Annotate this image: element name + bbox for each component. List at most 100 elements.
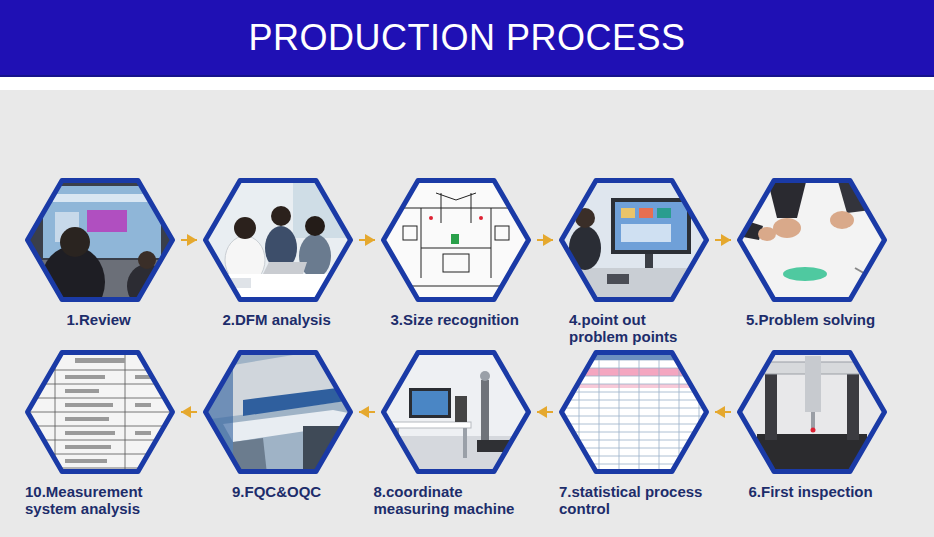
hexagon-border (28, 353, 173, 472)
drawing-photo-part-part-part (495, 226, 509, 240)
meeting-photo (203, 178, 353, 302)
monitor-photo-part-part (611, 198, 691, 254)
cmm-photo-part-part (811, 412, 815, 428)
lab-photo-part (381, 350, 531, 474)
meeting-photo-part-part (234, 217, 256, 239)
hexagon-border (562, 353, 707, 472)
process-step: 6.First inspection (737, 350, 887, 474)
flow-arrow (181, 239, 197, 241)
step-label: 2.DFM analysis (223, 311, 334, 328)
spreadsheet-photo (559, 350, 709, 474)
drawing-photo-part-part (451, 234, 459, 244)
drawing-photo-part-part-part (401, 193, 511, 278)
lab-photo-part-part (412, 391, 448, 415)
table-sheet-photo-part-part-part (65, 459, 107, 463)
review-photo-part-part (60, 227, 90, 257)
lab-photo-part-part (480, 371, 490, 381)
flow-arrow (715, 411, 731, 413)
hexagon-border (740, 181, 885, 300)
hexagon-border (740, 353, 885, 472)
hexagon-border (384, 353, 529, 472)
process-step: 8.coordinate measuring machine (381, 350, 531, 474)
table-sheet-photo-part-part (25, 350, 175, 474)
process-step: 10.Measurement system analysis (25, 350, 175, 474)
drawing-photo-part-part-part (403, 226, 417, 240)
step-label-box: 4.point out problem points (569, 311, 699, 345)
hexagon-frame (737, 178, 887, 302)
lab-photo-part-part (409, 388, 451, 418)
step-label-box: 5.Problem solving (746, 311, 878, 328)
step-label: 3.Size recognition (391, 311, 522, 328)
process-step: 2.DFM analysis (203, 178, 353, 302)
process-step: 9.FQC&OQC (203, 350, 353, 474)
step-label: 4.point out problem points (569, 311, 699, 345)
hands-photo-part (737, 178, 887, 302)
drawing-photo-part (381, 178, 531, 302)
process-step: 1.Review (25, 178, 175, 302)
page-title: PRODUCTION PROCESS (0, 0, 934, 75)
drawing-photo-part-part (401, 193, 511, 286)
table-sheet-photo-part-part-part (65, 445, 111, 449)
hexagon-border (562, 181, 707, 300)
review-photo (25, 178, 175, 318)
table-sheet-photo-part-part-part (65, 403, 113, 407)
table-sheet-photo (25, 350, 175, 474)
step-label-box: 6.First inspection (749, 483, 876, 500)
flow-arrow (537, 411, 553, 413)
table-sheet-photo-part-part-part (25, 370, 175, 468)
hands-photo-part-part (737, 178, 887, 302)
hexagon-border (206, 353, 351, 472)
hands-photo-part-part (837, 178, 887, 213)
hexagon-frame (559, 178, 709, 302)
step-label: 7.statistical process control (559, 483, 709, 517)
hexagon-frame (381, 178, 531, 302)
monitor-photo-part-part (657, 208, 671, 218)
title-band: PRODUCTION PROCESS (0, 0, 934, 77)
drawing-photo-part-part-part (443, 254, 469, 272)
process-step: 3.Size recognition (381, 178, 531, 302)
spreadsheet-photo-part (559, 350, 709, 474)
lab-photo (381, 350, 531, 474)
review-photo-part (25, 178, 175, 318)
hexagon-frame (737, 350, 887, 474)
drawing-photo (381, 178, 531, 302)
hands-photo-part-part (773, 218, 801, 238)
cmm-photo-part-part (765, 370, 777, 440)
table-sheet-photo-part-part-part (65, 375, 105, 379)
step-label-box: 2.DFM analysis (223, 311, 334, 328)
step-label-box: 7.statistical process control (559, 483, 709, 517)
table-sheet-photo-part-part-part (135, 431, 151, 435)
hexagon-frame (25, 350, 175, 474)
review-photo-part-part (43, 186, 161, 258)
monitor-photo-part-part (645, 254, 653, 268)
monitor-photo-part-part (607, 274, 629, 284)
hexagon-frame (381, 350, 531, 474)
monitor-photo-part (559, 178, 709, 302)
step-label: 1.Review (67, 311, 134, 328)
cmm-photo (737, 350, 887, 474)
hexagon-frame (203, 178, 353, 302)
cmm-photo-part-part (737, 350, 887, 474)
cmm-photo-part-part (847, 370, 859, 440)
flow-arrow (537, 239, 553, 241)
step-label-box: 8.coordinate measuring machine (374, 483, 539, 517)
monitor-photo-part-part (621, 224, 671, 242)
review-photo-part-part (53, 194, 151, 202)
review-photo-part-part (87, 210, 127, 232)
hexagon-border (206, 181, 351, 300)
hands-photo-part-part (783, 267, 827, 281)
flow-arrow (359, 239, 375, 241)
lab-photo-part-part (481, 380, 489, 444)
table-sheet-photo-part-part (25, 350, 175, 474)
flow-arrow (715, 239, 731, 241)
process-step: 7.statistical process control (559, 350, 709, 474)
monitor-photo-part-part (621, 208, 635, 218)
table-sheet-photo-part-part-part (75, 358, 125, 363)
review-photo-part-part (138, 251, 156, 269)
table-sheet-photo-part-part-part (65, 431, 115, 435)
hexagon-border (384, 181, 529, 300)
meeting-photo-part (203, 178, 353, 302)
